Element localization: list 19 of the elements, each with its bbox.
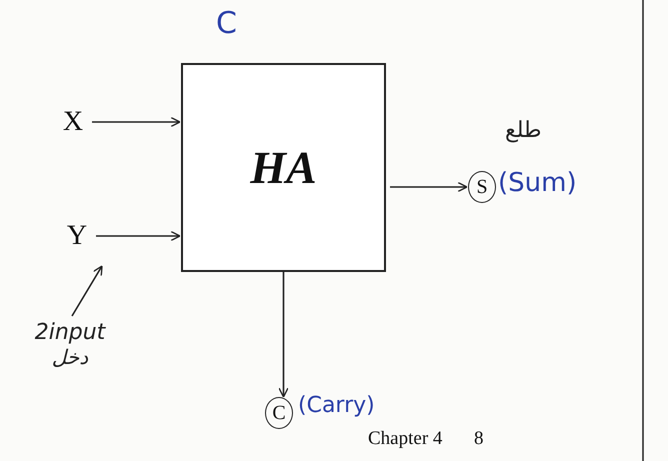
arrow bbox=[92, 116, 181, 128]
input-label: X bbox=[58, 106, 88, 138]
handwritten-annotation: (Sum) bbox=[498, 168, 577, 198]
input-label: Y bbox=[62, 220, 92, 252]
half-adder-block bbox=[181, 63, 386, 272]
output-circle: C bbox=[265, 397, 293, 429]
page-number: 8 bbox=[474, 428, 484, 450]
arrow bbox=[278, 272, 289, 398]
output-circle: S bbox=[468, 171, 496, 203]
arrow bbox=[96, 230, 181, 242]
pointer-arrow bbox=[71, 265, 103, 316]
handwritten-note: دخل bbox=[52, 344, 88, 368]
chapter-label: Chapter 4 bbox=[368, 428, 442, 450]
arrow bbox=[390, 182, 468, 192]
handwritten-annotation: طلع bbox=[505, 118, 542, 143]
handwritten-note: 2input bbox=[34, 320, 106, 344]
handwritten-annotation: C bbox=[216, 6, 237, 41]
handwritten-annotation: (Carry) bbox=[298, 393, 375, 418]
block-label: HA bbox=[250, 141, 317, 194]
